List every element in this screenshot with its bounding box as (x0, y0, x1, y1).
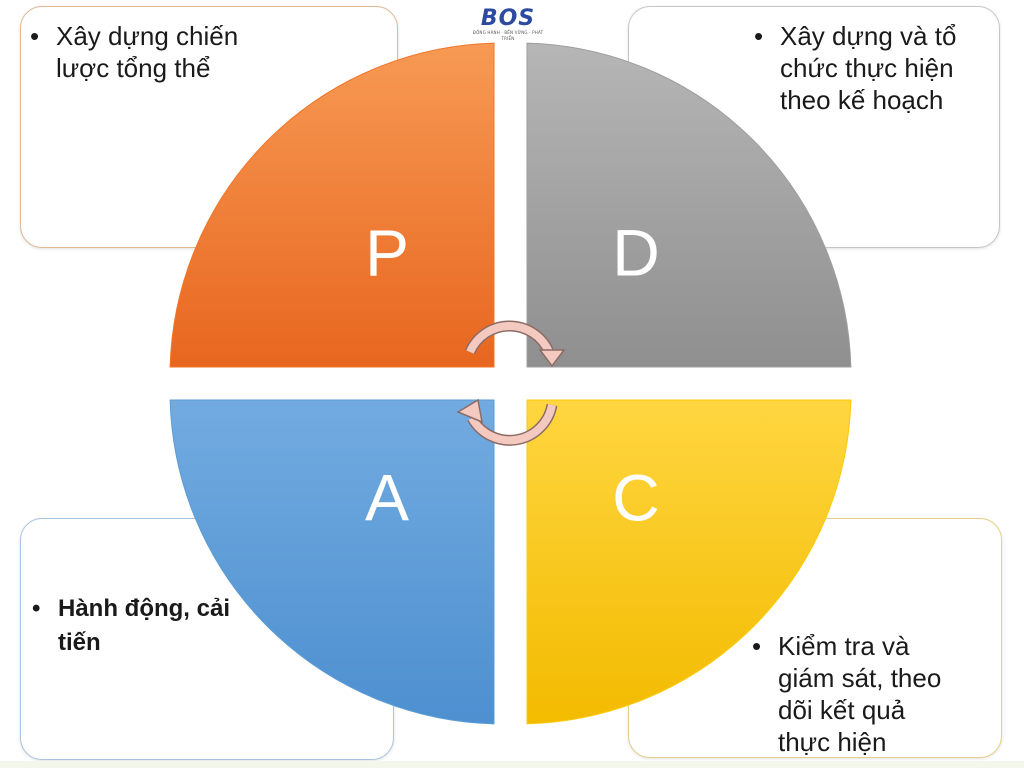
act-letter: A (365, 460, 409, 534)
cycle-arrow-bottom-icon (456, 398, 558, 446)
plan-description-text: Xây dựng chiến lược tổng thể (56, 21, 239, 83)
cycle-arrow-top-icon (464, 320, 566, 368)
do-description-text: Xây dựng và tổ chức thực hiện theo kế ho… (780, 21, 957, 115)
logo-tagline: ĐỒNG HÀNH · BỀN VỮNG · PHÁT TRIỂN (472, 30, 544, 41)
bullet-icon: • (30, 21, 40, 51)
footer-band (0, 761, 1024, 768)
plan-description: • Xây dựng chiến lược tổng thể (30, 20, 286, 84)
bullet-icon: • (754, 21, 764, 51)
check-description-text: Kiểm tra và giám sát, theo dõi kết quả t… (778, 631, 942, 757)
plan-quadrant (169, 42, 495, 368)
do-letter: D (612, 215, 660, 289)
bos-logo: BOS ĐỒNG HÀNH · BỀN VỮNG · PHÁT TRIỂN (468, 8, 548, 42)
do-description: • Xây dựng và tổ chức thực hiện theo kế … (754, 20, 985, 116)
bullet-icon: • (32, 595, 41, 622)
act-description: • Hành động, cải tiến (32, 592, 273, 660)
check-quadrant (526, 399, 852, 725)
bullet-icon: • (752, 631, 762, 661)
check-description: • Kiểm tra và giám sát, theo dõi kết quả… (752, 630, 988, 758)
check-letter: C (612, 460, 660, 534)
do-quadrant (526, 42, 852, 368)
logo-wordmark: BOS (480, 6, 536, 31)
act-quadrant (169, 399, 495, 725)
plan-letter: P (365, 215, 409, 289)
act-description-text: Hành động, cải tiến (58, 595, 231, 656)
